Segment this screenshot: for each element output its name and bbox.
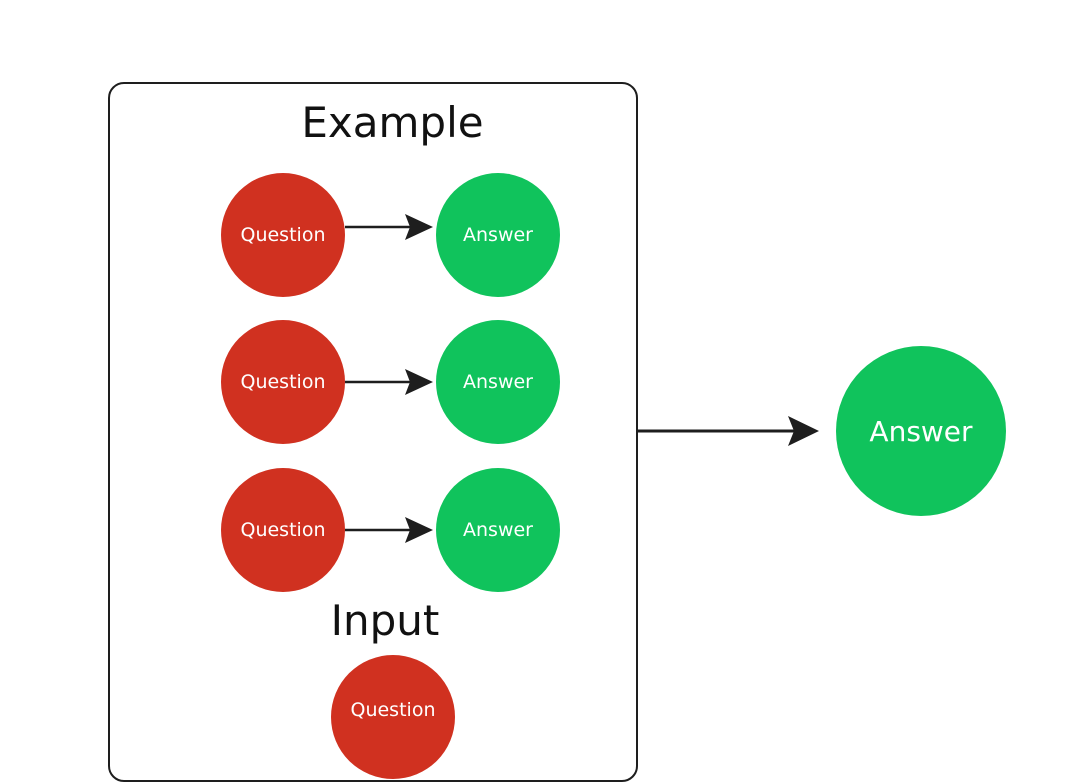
question-node-1: Question — [221, 173, 345, 297]
pair-arrow-1 — [345, 214, 433, 240]
pair-arrow-3 — [345, 517, 433, 543]
answer-node-1: Answer — [436, 173, 560, 297]
pair-arrow-2 — [345, 369, 433, 395]
question-node-3: Question — [221, 468, 345, 592]
output-arrow — [638, 416, 819, 446]
output-answer-node: Answer — [836, 346, 1006, 516]
answer-node-3: Answer — [436, 468, 560, 592]
example-title: Example — [301, 98, 484, 147]
input-title: Input — [330, 596, 440, 645]
question-node-2: Question — [221, 320, 345, 444]
arrows-layer — [345, 214, 819, 543]
answer-node-2: Answer — [436, 320, 560, 444]
